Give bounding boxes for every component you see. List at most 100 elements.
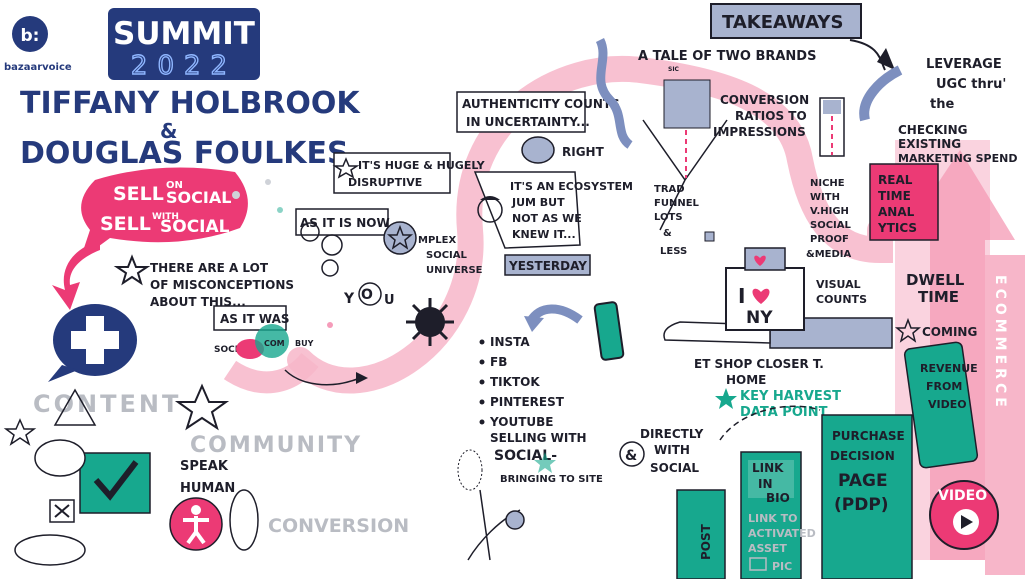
logo-name: bazaarvoice <box>4 62 72 73</box>
niche-5: PROOF <box>810 234 849 245</box>
directly-amp: & <box>625 448 637 464</box>
as-it-was-com: COM <box>264 339 285 348</box>
ghost-community: COMMUNITY <box>190 433 362 458</box>
star-icon <box>113 254 151 286</box>
brand-a-square <box>663 79 711 129</box>
social-universe-social: SOCIAL <box>426 250 468 261</box>
on-label: ON <box>166 180 183 191</box>
as-it-was-buy: BUY <box>295 339 314 348</box>
pink-flow-arrow-tail <box>223 352 319 394</box>
huge-box <box>333 152 451 194</box>
huge-1: IT'S HUGE & HUGELY <box>358 159 486 172</box>
niche-6: &MEDIA <box>806 249 852 260</box>
takeaways: TAKEAWAYS <box>722 12 843 33</box>
niche-4: SOCIAL <box>810 220 852 231</box>
phone-icon <box>593 301 625 361</box>
directly-2: WITH <box>654 443 690 457</box>
ghost-conversion: CONVERSION <box>268 515 409 537</box>
speak: SPEAK <box>180 459 229 474</box>
directly-1: DIRECTLY <box>640 427 704 441</box>
as-it-is: AS IT IS NOW... <box>300 216 402 230</box>
conversion-1: CONVERSION <box>720 93 809 107</box>
bazaarvoice-logo: b: bazaarvoice <box>4 16 72 73</box>
pink-down-arrow <box>52 240 100 310</box>
platform-tiktok: TIKTOK <box>490 375 540 389</box>
speaker-amp: & <box>160 119 177 143</box>
post: POST <box>699 523 713 560</box>
sell-social-bubble: SELL ON SOCIAL SELL WITH SOCIAL <box>80 167 248 260</box>
ecosystem-2: JUM BUT <box>511 196 565 209</box>
link-to-3: ASSET <box>748 542 787 555</box>
sell-2: SELL <box>100 213 151 235</box>
pdp-2: DECISION <box>830 449 895 463</box>
as-it-is-box <box>295 208 389 236</box>
person-icon <box>169 497 223 551</box>
ghost-content: CONTENT <box>33 390 181 418</box>
as-it-was: AS IT WAS <box>220 312 290 326</box>
yesterday-box <box>504 254 591 276</box>
niche-1: NICHE <box>810 178 845 189</box>
as-it-was-box <box>213 305 287 331</box>
cross-bubble-icon <box>48 304 137 382</box>
revenue-1: REVENUE <box>920 362 978 375</box>
takeaways-box <box>710 3 862 39</box>
speaker-2: DOUGLAS FOULKES <box>20 136 349 171</box>
snake <box>595 37 634 149</box>
link-in-bio-1: LINK <box>752 461 784 475</box>
you-o: O <box>361 287 373 303</box>
you-u: U <box>384 293 395 308</box>
pdp-phone <box>821 414 913 579</box>
funnel-shape <box>642 119 728 231</box>
selling-1: SELLING WITH <box>490 431 587 445</box>
tale: A TALE OF TWO BRANDS <box>638 49 816 64</box>
huge-2: DISRUPTIVE <box>348 176 422 189</box>
check-bubble-icon <box>79 452 151 514</box>
logo-letter: b: <box>21 26 40 46</box>
summit-year: 2022 <box>131 51 237 81</box>
realtime-3: ANAL <box>878 205 915 219</box>
virus-icon <box>406 298 454 346</box>
niche-2: WITH <box>810 192 840 203</box>
ecosystem-3: NOT AS WE <box>512 212 582 225</box>
misconceptions-2: OF MISCONCEPTIONS <box>150 278 294 292</box>
complex: MPLEX <box>418 235 456 246</box>
pic: PIC <box>772 560 792 573</box>
directly-3: SOCIAL <box>650 461 699 475</box>
platform-insta: INSTA <box>490 335 530 349</box>
checking-1: CHECKING <box>898 123 968 137</box>
checking-2: EXISTING <box>898 137 961 151</box>
platform-youtube: YOUTUBE <box>489 415 553 429</box>
platform-fb: FB <box>490 355 507 369</box>
yesterday: YESTERDAY <box>508 259 587 273</box>
misconceptions-3: ABOUT THIS... <box>150 295 246 309</box>
pdp-3: PAGE <box>838 471 888 491</box>
speaker-1: TIFFANY HOLBROOK <box>20 86 361 121</box>
realtime-4: YTICS <box>877 221 917 235</box>
post-phone <box>676 489 726 579</box>
revenue-3: VIDEO <box>928 398 967 411</box>
ecosystem-4: KNEW IT... <box>512 228 576 241</box>
tale-sic: SIC <box>668 66 680 73</box>
trad-5: LESS <box>660 246 687 257</box>
sell-1: SELL <box>113 183 164 205</box>
brand-b-column <box>819 97 845 157</box>
social-2: SOCIAL <box>160 217 230 237</box>
visual-1: VISUAL <box>816 278 861 291</box>
conversion-3: IMPRESSIONS <box>713 125 806 139</box>
leverage-1: LEVERAGE <box>926 57 1002 72</box>
star-circle-icon <box>383 221 417 255</box>
social-universe: UNIVERSE <box>426 265 483 276</box>
video: VIDEO <box>938 488 987 504</box>
revenue-phone <box>903 341 979 469</box>
shop-1: ET SHOP CLOSER T. <box>694 357 824 371</box>
misconceptions-1: THERE ARE A LOT <box>150 261 269 275</box>
authenticity-box <box>456 91 586 133</box>
heart-icon <box>754 255 766 266</box>
realtime-2: TIME <box>878 189 911 203</box>
key-harvest-2: DATA POINT <box>740 405 828 420</box>
dwell-1: DWELL <box>906 271 965 289</box>
ny-i: I <box>738 284 745 308</box>
right: RIGHT <box>562 145 605 159</box>
niche-3: V.HIGH <box>810 206 849 217</box>
ecommerce: ECOMMERCE <box>992 275 1008 411</box>
